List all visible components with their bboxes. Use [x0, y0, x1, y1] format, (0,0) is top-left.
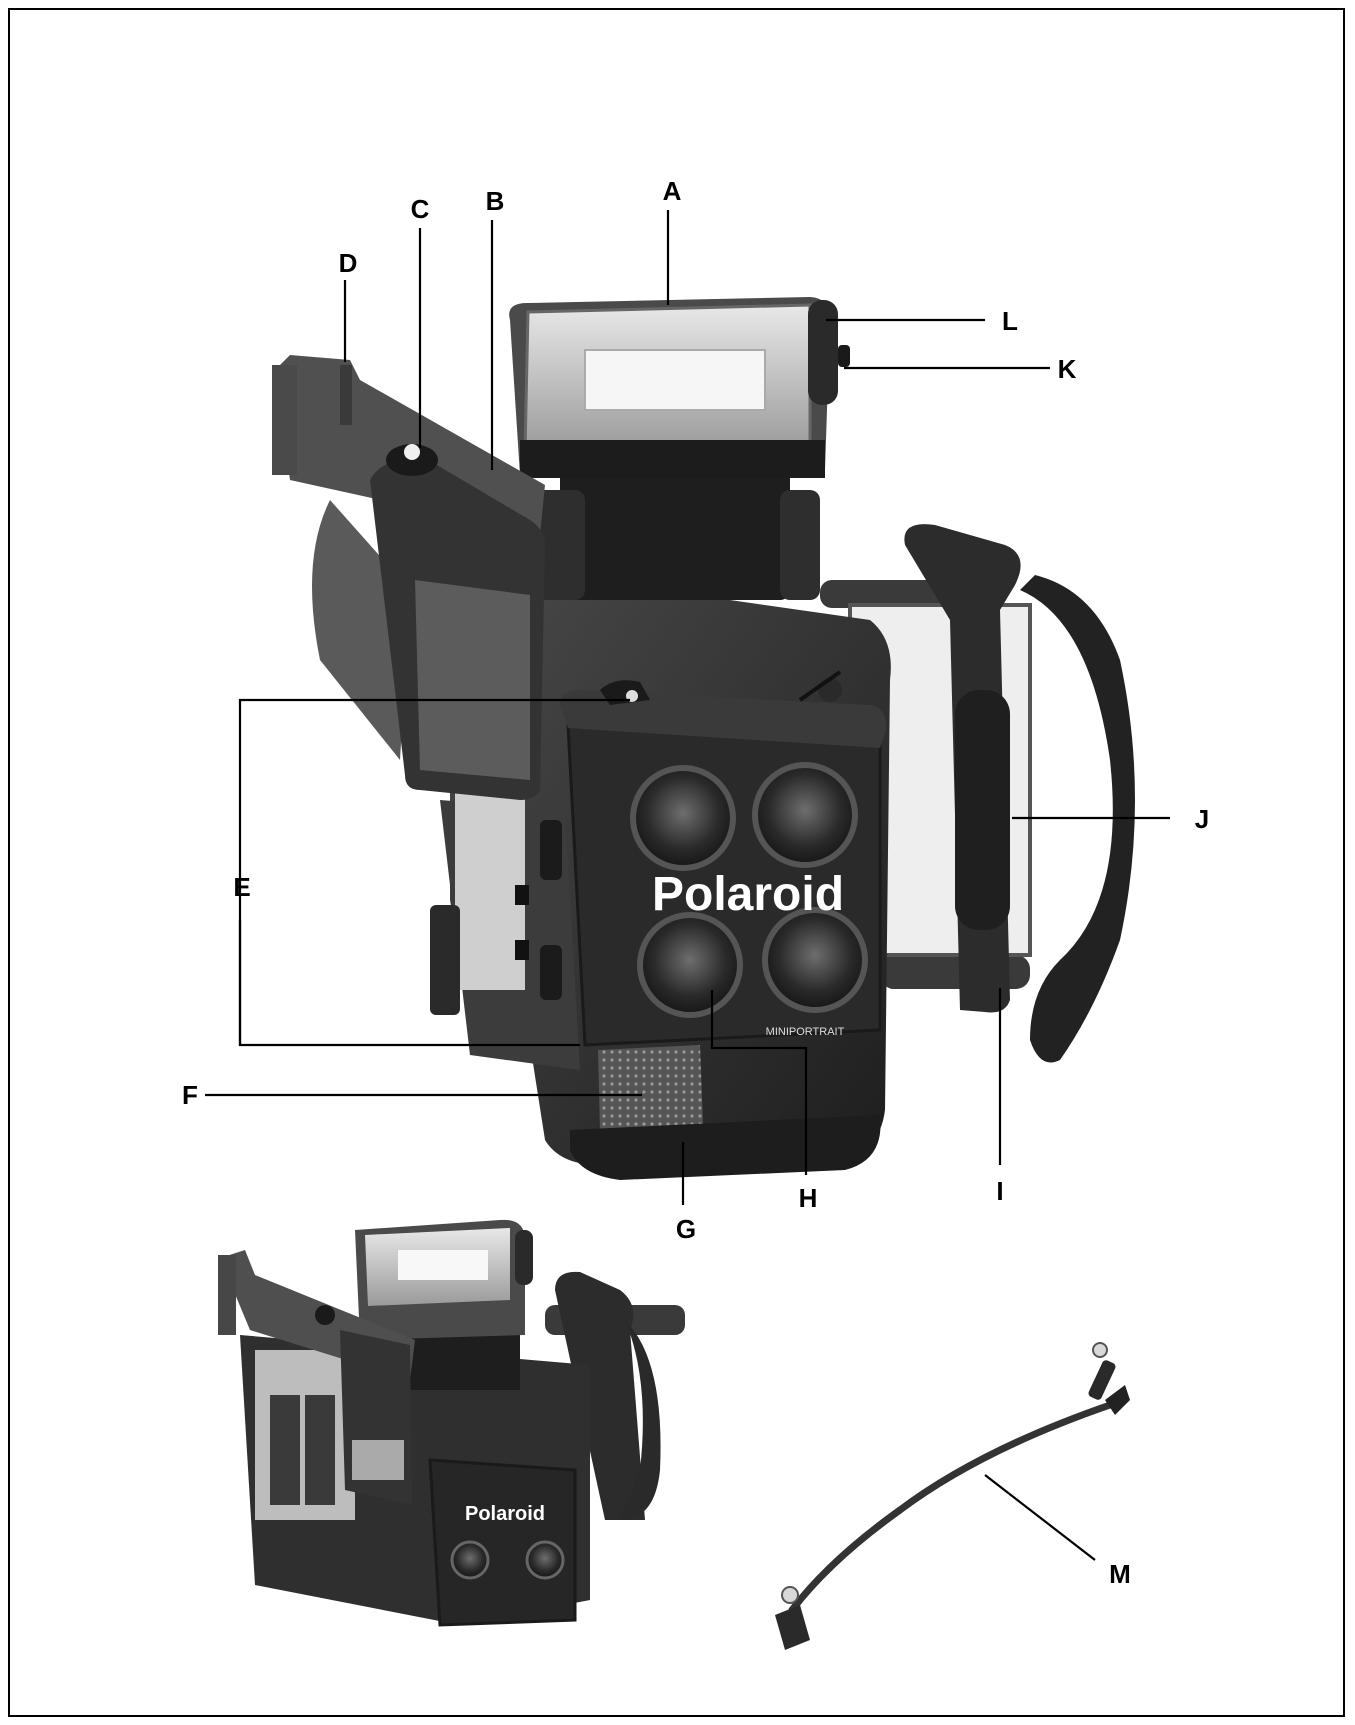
callout-m: M: [1109, 1559, 1131, 1589]
leader-e-lower: [238, 920, 580, 1047]
small-viewfinder-eyepiece: [218, 1255, 236, 1335]
callout-l: L: [1002, 306, 1018, 336]
flash-adjust-knob: [808, 300, 838, 405]
side-switch-lower: [540, 945, 562, 1000]
viewfinder-tab: [340, 365, 352, 425]
side-port-lower: [515, 940, 529, 960]
flash-tube: [584, 349, 766, 411]
figure-frame: [8, 8, 1345, 1717]
callout-i: I: [996, 1176, 1003, 1206]
callout-e: E: [233, 872, 250, 902]
cord-connector-bottom: [775, 1605, 810, 1650]
wrist-strap: [1020, 575, 1135, 1063]
small-side-block-a: [270, 1395, 300, 1505]
callout-b: B: [486, 186, 505, 216]
flash-mount-hinge-right: [780, 490, 820, 600]
viewfinder-eyepiece: [272, 365, 297, 475]
cord-connector-top-tip: [1092, 1342, 1108, 1358]
small-hand-grip: [555, 1271, 645, 1520]
model-plate: MINIPORTRAIT: [766, 1026, 845, 1038]
small-viewfinder-lens: [352, 1440, 404, 1480]
lens-top-left: [630, 765, 736, 871]
leader-lines: [205, 210, 1170, 1561]
side-bracket: [430, 905, 460, 1015]
cord-connector-bottom-tip: [781, 1586, 799, 1604]
top-knob: [818, 678, 842, 702]
sync-cord: [775, 1342, 1130, 1650]
lens-top-right: [752, 762, 858, 868]
camera-base: [570, 1115, 881, 1180]
top-lever: [798, 670, 842, 702]
lens-bottom-right: [762, 907, 868, 1013]
viewfinder-lens-window: [415, 580, 530, 780]
callout-f: F: [182, 1080, 198, 1110]
small-flash-tube: [398, 1250, 488, 1280]
callout-j: J: [1195, 804, 1209, 834]
small-side-block-b: [305, 1395, 335, 1505]
callout-d: D: [339, 248, 358, 278]
left-side-panel: [455, 780, 525, 990]
small-wrist-strap: [620, 1320, 661, 1520]
callout-g: G: [676, 1214, 696, 1244]
small-lens-left: [450, 1540, 490, 1580]
small-brand-logo: Polaroid: [465, 1503, 545, 1525]
brand-logo: Polaroid: [652, 868, 844, 921]
lens-bottom-left: [637, 912, 743, 1018]
side-switch-upper: [540, 820, 562, 880]
small-flash-knob: [515, 1230, 533, 1285]
small-camera-view: Polaroid: [218, 1219, 685, 1627]
callout-a: A: [663, 176, 682, 206]
grip-sleeve: [955, 690, 1010, 930]
cord-connector-top-body: [1105, 1385, 1130, 1415]
flash-mount-column: [560, 450, 790, 600]
speaker-grill: [598, 1045, 703, 1130]
callout-c: C: [411, 194, 430, 224]
small-viewfinder-button: [315, 1305, 335, 1325]
callout-k: K: [1058, 354, 1077, 384]
leader-h: [710, 990, 808, 1175]
main-camera: Polaroid MINIPORTRAIT: [272, 297, 1135, 1180]
lens-plate-rim: [560, 690, 887, 748]
side-port-upper: [515, 885, 529, 905]
flash-base: [520, 440, 825, 478]
viewfinder-button: [404, 444, 420, 460]
flash-knob-pin: [838, 345, 850, 367]
callout-h: H: [799, 1183, 818, 1213]
callout-labels: A B C D E F G H I J K L M: [182, 176, 1209, 1589]
small-lens-right: [525, 1540, 565, 1580]
small-lens-plate: [428, 1458, 577, 1627]
cord-connector-top: [1088, 1360, 1116, 1400]
top-switch: [600, 680, 650, 705]
leader-m: [984, 1474, 1096, 1561]
cord-cable: [788, 1401, 1114, 1614]
flash-mount-hinge-left: [535, 490, 585, 600]
